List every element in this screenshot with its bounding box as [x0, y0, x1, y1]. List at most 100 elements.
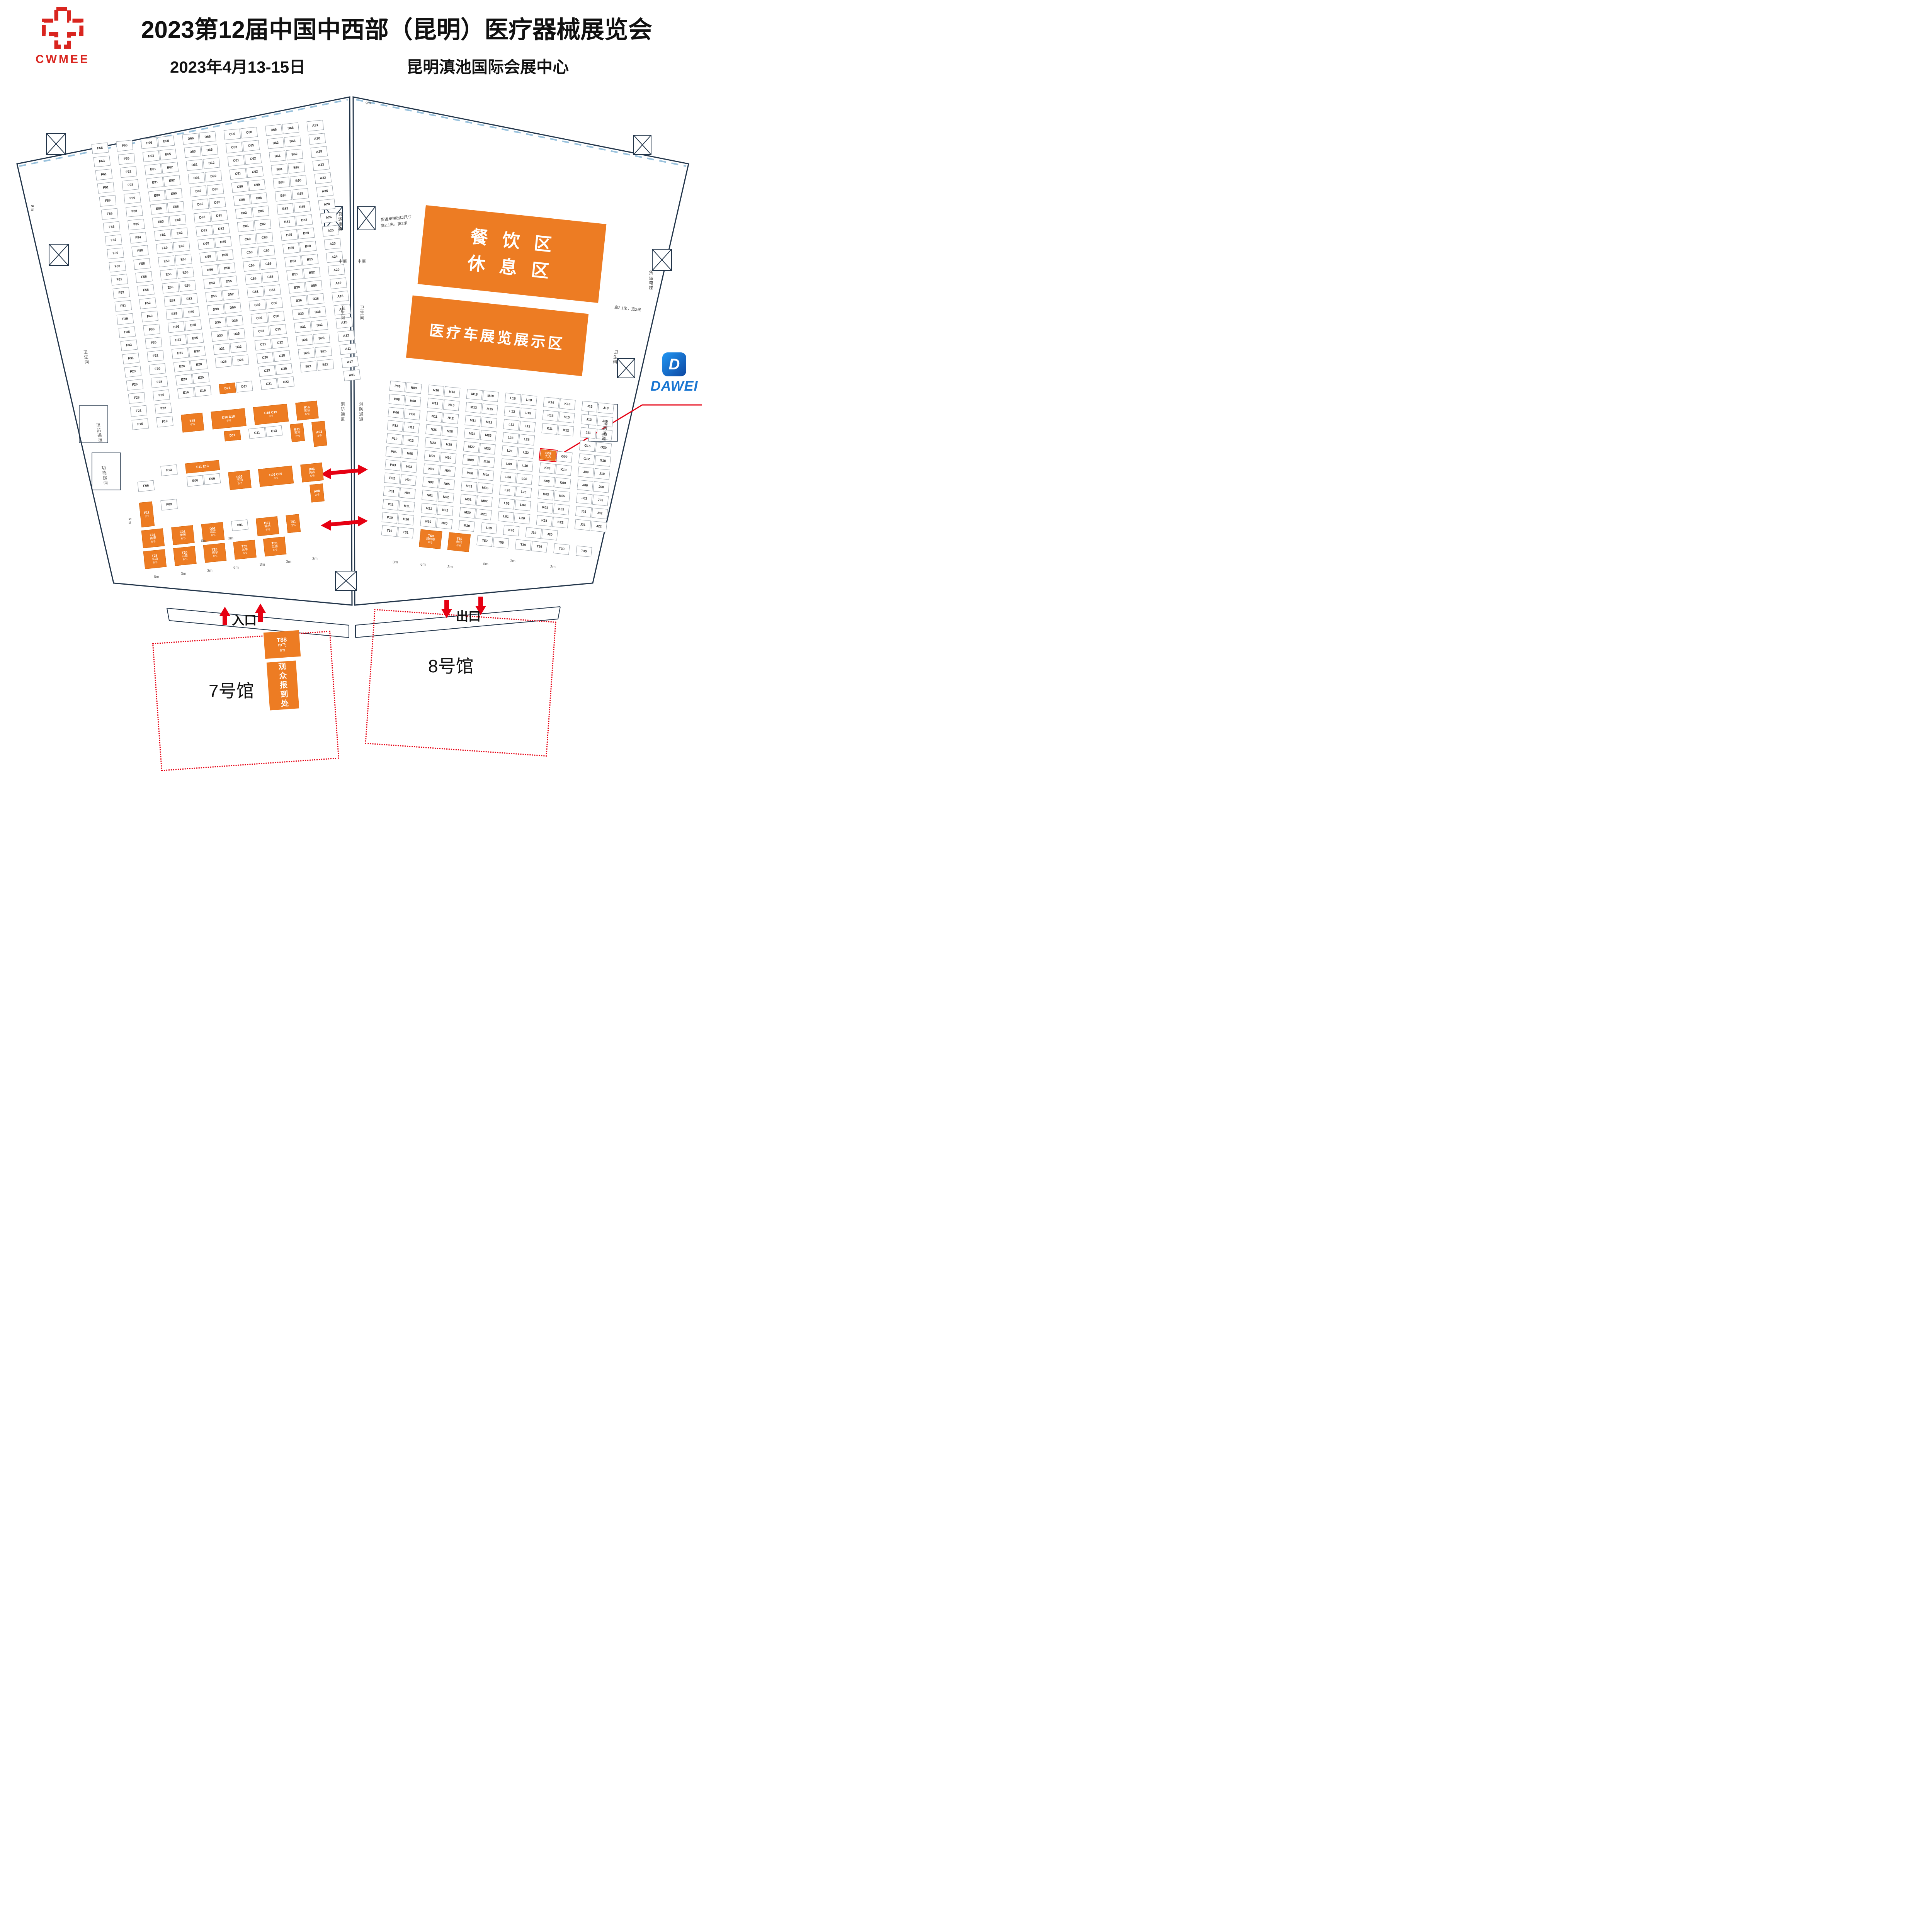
booth-B86: B86	[275, 190, 292, 202]
booth-D52: D52	[222, 289, 240, 301]
booth-C82: C82	[254, 219, 272, 231]
booth-C68: C68	[240, 127, 258, 139]
booth-C28: C28	[273, 350, 291, 362]
map-note: 3m	[286, 560, 291, 564]
booth-group	[541, 436, 573, 449]
booth-P08: P08	[388, 394, 405, 406]
booth-C83: C83	[235, 207, 253, 219]
booth-B23: B23	[298, 347, 315, 359]
booth-J09: J09	[577, 466, 594, 478]
booth-K22: K22	[552, 517, 569, 529]
booth-J13: J13	[580, 414, 597, 426]
booth-M23: M23	[479, 443, 496, 455]
booth-B88: B88	[291, 188, 309, 200]
booth-F06: F06	[137, 480, 155, 492]
booth-B83: B83	[277, 203, 294, 215]
booth-C55: C55	[262, 271, 279, 283]
booth-D85: D85	[211, 210, 228, 222]
booth-group: F63	[93, 155, 111, 167]
booth-B35: B35	[309, 306, 327, 318]
booth-L09: L09	[500, 458, 517, 470]
map-note: 9m	[30, 205, 34, 212]
vehicle-zone-label: 医疗车展览展示区	[429, 322, 566, 353]
booth-C91: C91	[229, 168, 247, 180]
booth-F56: F56	[135, 271, 153, 283]
booth-C66: C66	[223, 128, 241, 140]
booth-group: T33	[553, 543, 570, 555]
booth-group: A35	[316, 185, 334, 197]
booth-C36: C36	[250, 312, 268, 324]
booth-P01: P01	[383, 486, 400, 498]
booth-N10: N10	[440, 452, 457, 464]
booth-group: F65	[118, 153, 135, 165]
booth-A11: A11	[339, 343, 357, 355]
booth-F92: F92	[122, 179, 139, 191]
booth-N19: N19	[420, 516, 437, 528]
booth-E36: E36	[167, 321, 185, 333]
booth-group: F80	[131, 245, 149, 257]
booth-K09: K09	[539, 462, 556, 474]
booth-J22: J22	[590, 520, 607, 532]
booth-M01: M01	[460, 493, 477, 506]
booth-H03: H03	[401, 461, 417, 473]
booth-group: A31	[306, 120, 324, 132]
booth-group: A19	[330, 277, 347, 289]
booth-D32: D32	[230, 341, 247, 353]
booth-D58: D58	[218, 262, 236, 274]
booth-group: A20	[328, 264, 345, 276]
booth-group: F23	[128, 392, 146, 404]
booth-F51: F51	[114, 300, 132, 312]
entrance-label: 入口	[232, 613, 257, 627]
booth-D90: D90	[207, 184, 224, 196]
booth-C62: C62	[244, 153, 262, 165]
booth-D39: D39	[207, 304, 224, 316]
booth-D51: D51	[205, 291, 223, 303]
booth-K08: K08	[554, 477, 571, 489]
booth-L15: L15	[520, 407, 537, 419]
dawei-wordmark: DAWEI	[650, 378, 698, 394]
booth-F33: F33	[120, 339, 138, 351]
booth-C13: C13	[265, 425, 283, 437]
booth-B39: B39	[288, 282, 306, 294]
booth-K15: K15	[558, 412, 575, 423]
booth-D33: D33	[211, 330, 228, 342]
booth-D86: D86	[192, 199, 209, 211]
booth-group: F81	[111, 274, 128, 286]
booth-D88: D88	[209, 197, 226, 209]
booth-L13: L13	[503, 406, 520, 418]
booth-B25: B25	[315, 345, 332, 358]
booth-E35: E35	[186, 332, 204, 344]
booth-group: F16	[131, 418, 149, 430]
booth-D65: D65	[201, 144, 218, 156]
booth-group: F85	[128, 218, 145, 231]
